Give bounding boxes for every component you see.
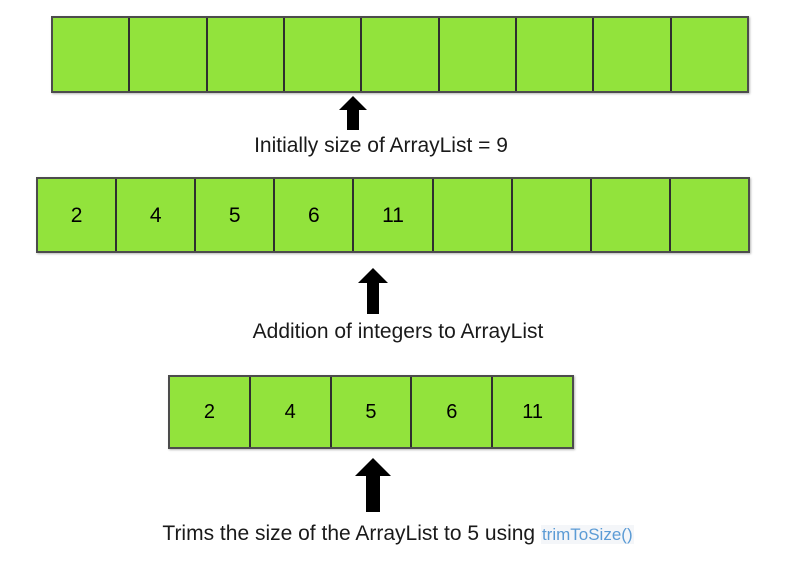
array-cell: 5 [332, 377, 413, 447]
array-cell [208, 18, 285, 91]
array-cell: 6 [412, 377, 494, 447]
array-cell [671, 179, 748, 251]
array-cell [672, 18, 747, 91]
trimtosize-method-label: trimToSize() [540, 525, 634, 544]
array-cell: 11 [522, 401, 543, 423]
array-cell: 4 [117, 179, 197, 251]
array-row-filled: 2 4 5 6 11 [36, 177, 750, 253]
array-cell [434, 179, 513, 251]
up-arrow-icon [358, 268, 388, 314]
array-cell: 5 [196, 179, 276, 251]
array-cell [285, 18, 363, 91]
array-cell [362, 18, 440, 91]
caption-initial-size: Initially size of ArrayList = 9 [254, 134, 508, 157]
array-cell: 2 [38, 179, 118, 251]
up-arrow-icon [339, 96, 367, 130]
array-cell [130, 18, 208, 91]
array-cell [53, 18, 131, 91]
caption-trim-text: Trims the size of the ArrayList to 5 usi… [162, 522, 541, 545]
caption-trim: Trims the size of the ArrayList to 5 usi… [0, 522, 796, 545]
array-cell [592, 179, 671, 251]
array-row-initial [51, 16, 749, 93]
up-arrow-icon [355, 458, 391, 512]
array-cell: 6 [275, 179, 355, 251]
caption-addition: Addition of integers to ArrayList [252, 320, 544, 343]
array-cell: 11 [354, 179, 434, 251]
array-cell [594, 18, 672, 91]
array-cell: 2 [170, 377, 251, 447]
array-cell [440, 18, 517, 91]
array-cell [513, 179, 592, 251]
array-cell [517, 18, 595, 91]
array-row-trimmed: 2 4 5 6 11 [168, 375, 574, 449]
array-cell: 4 [251, 377, 332, 447]
